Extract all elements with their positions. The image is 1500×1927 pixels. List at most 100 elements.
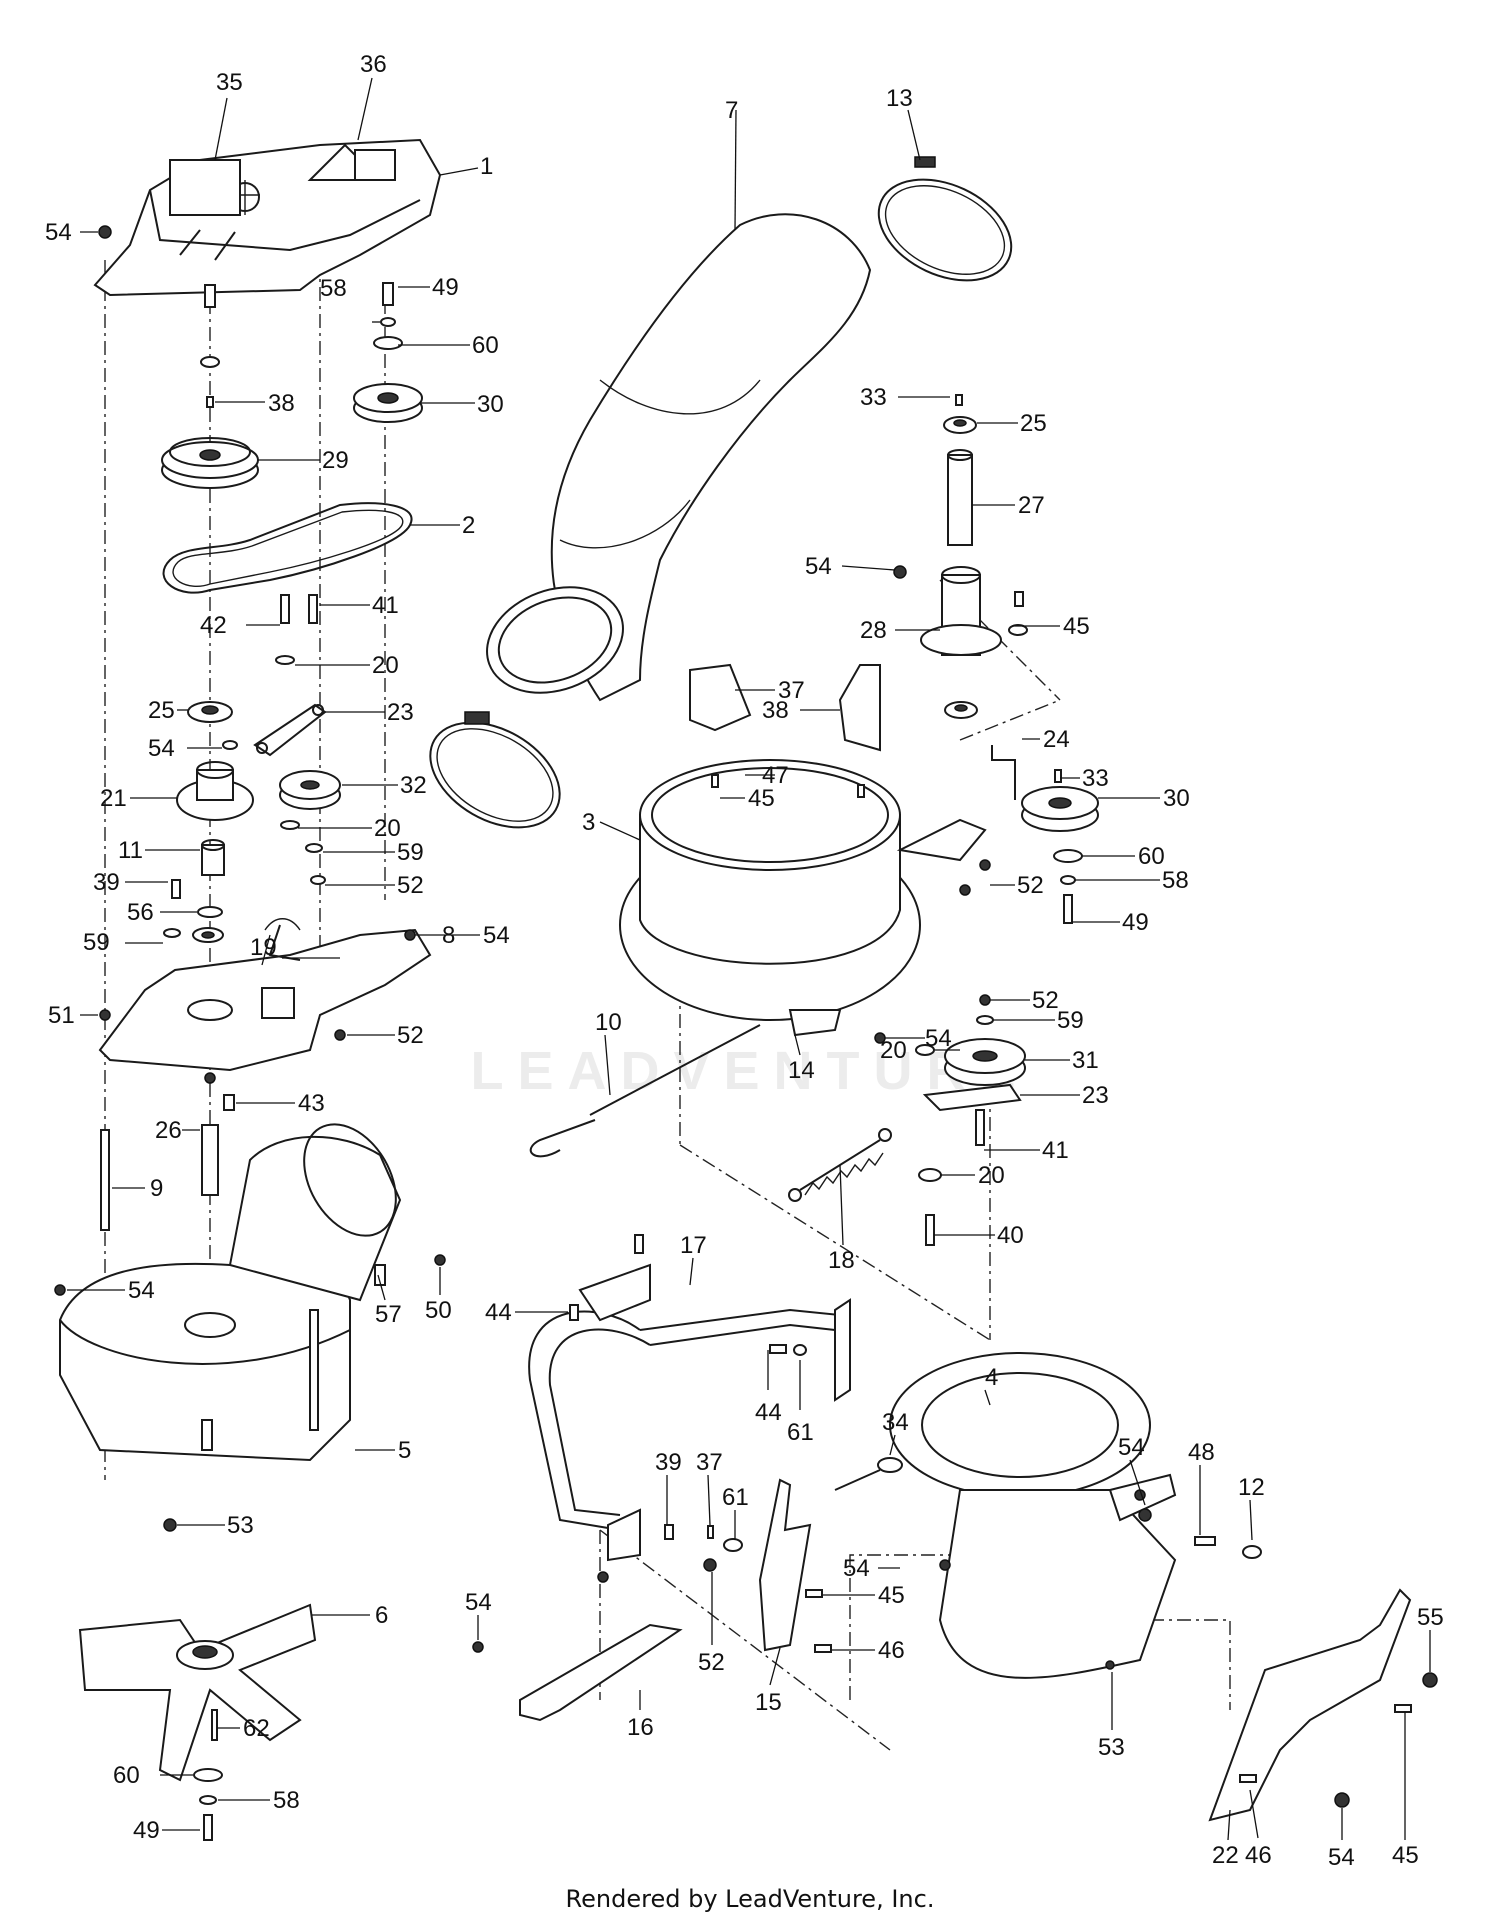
- eyebolt-34: [834, 1457, 903, 1491]
- mounting-plate: [98, 918, 432, 1084]
- part-label: 20: [978, 1162, 1005, 1189]
- impeller: [78, 1603, 317, 1841]
- nut-51: [99, 1009, 111, 1021]
- part-label: 62: [243, 1715, 270, 1742]
- part-label: 49: [133, 1817, 160, 1844]
- part-label: 52: [698, 1649, 725, 1676]
- part-label: 15: [755, 1689, 782, 1716]
- part-label: 27: [1018, 492, 1045, 519]
- part-label: 10: [595, 1009, 622, 1036]
- pulley-29: [161, 437, 259, 489]
- part-label: 9: [150, 1175, 163, 1202]
- part-label: 56: [127, 899, 154, 926]
- part-label: 33: [1082, 765, 1109, 792]
- part-label: 1: [480, 153, 493, 180]
- bracket-57-nut-50: [374, 1254, 446, 1286]
- part-label: 54: [128, 1277, 155, 1304]
- part-label: 23: [1082, 1082, 1109, 1109]
- discharge-tube: [486, 213, 872, 702]
- part-label: 35: [216, 69, 243, 96]
- shaft-assembly: [893, 394, 1062, 800]
- part-label: 46: [1245, 1842, 1272, 1869]
- part-label: 55: [1417, 1604, 1444, 1631]
- part-label: 12: [1238, 1474, 1265, 1501]
- part-label: 46: [878, 1637, 905, 1664]
- part-label: 24: [1043, 726, 1070, 753]
- part-label: 57: [375, 1301, 402, 1328]
- clip-14: [788, 1009, 886, 1044]
- part-label: 48: [1188, 1439, 1215, 1466]
- part-label: 11: [118, 837, 143, 864]
- part-label: 60: [472, 332, 499, 359]
- part-label: 39: [93, 869, 120, 896]
- handle-17: [528, 1234, 851, 1562]
- part-label: 44: [485, 1299, 512, 1326]
- part-label: 32: [400, 772, 427, 799]
- pulley-32: [279, 770, 341, 810]
- part-label: 23: [387, 699, 414, 726]
- part-label: 58: [1162, 867, 1189, 894]
- idler-arm-23: [253, 703, 327, 757]
- part-label: 4: [985, 1364, 998, 1391]
- part-label: 59: [397, 839, 424, 866]
- part-label: 54: [1118, 1434, 1145, 1461]
- part-label: 54: [465, 1589, 492, 1616]
- part-label: 25: [148, 697, 175, 724]
- rod-9: [100, 1129, 110, 1231]
- part-label: 45: [748, 785, 775, 812]
- part-label: 36: [360, 51, 387, 78]
- part-label: 52: [397, 872, 424, 899]
- washers-bearing: [163, 879, 224, 943]
- bracket-22: [1138, 1508, 1438, 1822]
- part-label: 21: [100, 785, 127, 812]
- part-label: 61: [787, 1419, 814, 1446]
- part-label: 54: [843, 1555, 870, 1582]
- part-label: 53: [227, 1512, 254, 1539]
- bolts-41-42: [222, 594, 326, 885]
- part-label: 38: [268, 390, 295, 417]
- spacer-11: [201, 839, 225, 876]
- part-label: 20: [880, 1037, 907, 1064]
- part-label: 58: [320, 275, 347, 302]
- bolt-43: [223, 1094, 235, 1111]
- part-label: 33: [860, 384, 887, 411]
- part-label: 53: [1098, 1734, 1125, 1761]
- part-label: 31: [1072, 1047, 1099, 1074]
- blower-housing: [54, 1123, 402, 1532]
- part-label: 61: [722, 1484, 749, 1511]
- part-label: 18: [828, 1247, 855, 1274]
- part-label: 37: [696, 1449, 723, 1476]
- hose-clamp-left: [429, 711, 561, 829]
- skid-16: [472, 1571, 683, 1722]
- part-label: 60: [1138, 843, 1165, 870]
- hub-21: [176, 761, 254, 821]
- part-label: 54: [148, 735, 175, 762]
- part-label: 49: [1122, 909, 1149, 936]
- part-label: 45: [1063, 613, 1090, 640]
- part-label: 29: [322, 447, 349, 474]
- part-label: 45: [878, 1582, 905, 1609]
- part-label: 26: [155, 1117, 182, 1144]
- part-label: 39: [655, 1449, 682, 1476]
- part-label: 52: [1017, 872, 1044, 899]
- part-label: 16: [627, 1714, 654, 1741]
- pulley-30-right: [1021, 786, 1099, 924]
- bracket-15: [664, 1478, 832, 1653]
- part-label: 28: [860, 617, 887, 644]
- mounting-ring: [619, 759, 991, 1021]
- shaft-26: [201, 1124, 219, 1196]
- part-label: 42: [200, 612, 227, 639]
- part-labels: 35 36 1 54 49 58 60 30 38 29 2 42 41 20 …: [45, 51, 1444, 1871]
- rod-10: [529, 1024, 761, 1158]
- part-label: 58: [273, 1787, 300, 1814]
- bolts-44-61: [769, 1344, 807, 1356]
- part-label: 52: [397, 1022, 424, 1049]
- part-label: 54: [483, 922, 510, 949]
- part-label: 44: [755, 1399, 782, 1426]
- part-label: 59: [83, 929, 110, 956]
- part-label: 30: [477, 391, 504, 418]
- part-label: 5: [398, 1437, 411, 1464]
- part-label: 50: [425, 1297, 452, 1324]
- part-label: 45: [1392, 1842, 1419, 1869]
